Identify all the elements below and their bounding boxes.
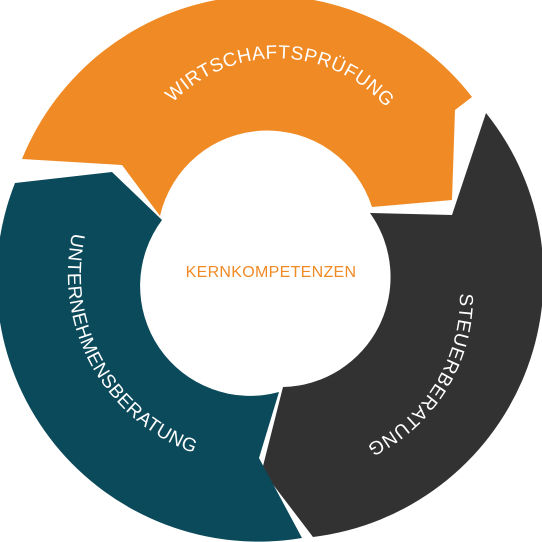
segment-wirtschaftspruefung — [22, 0, 472, 216]
center-label: KERNKOMPETENZEN — [186, 264, 357, 281]
segment-steuerberatung — [262, 113, 542, 537]
segment-unternehmensberatung — [0, 172, 302, 542]
center-circle — [163, 163, 379, 379]
